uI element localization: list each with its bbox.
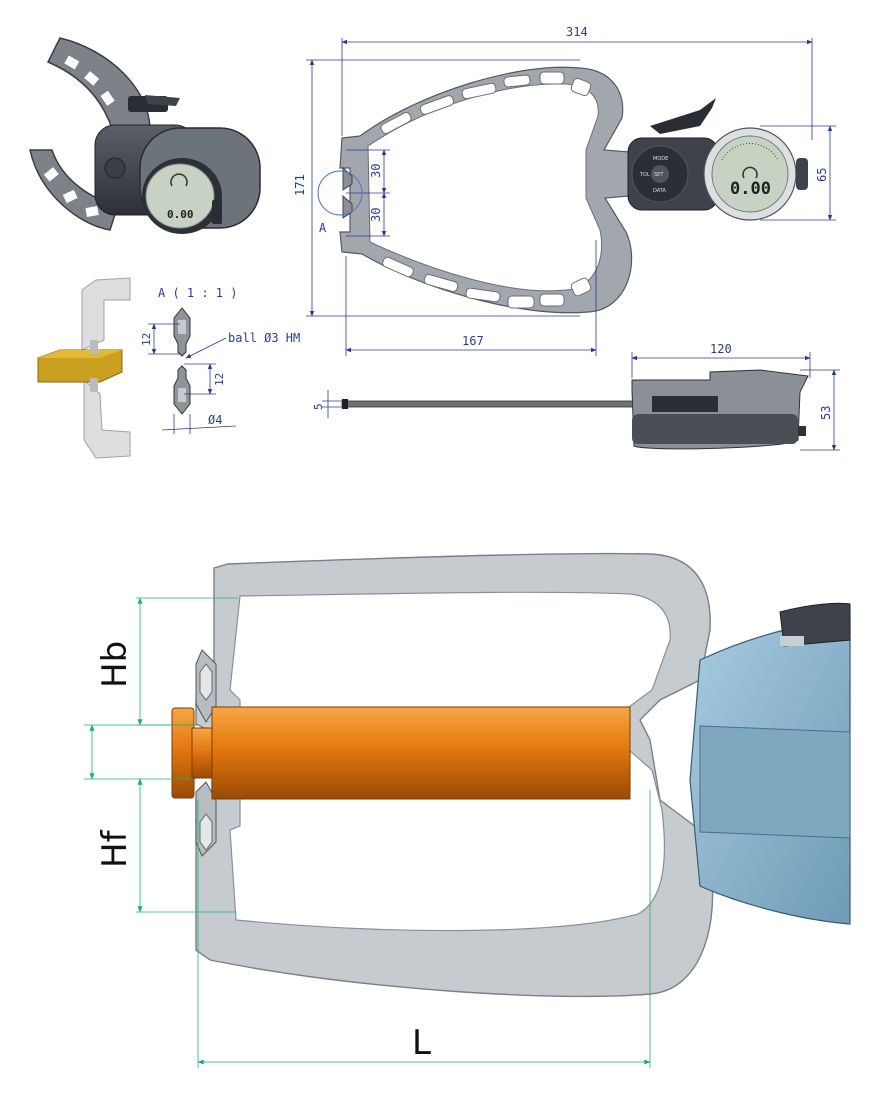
dim-upper-tip: 12	[140, 333, 153, 346]
dim-lower-tip: 12	[213, 373, 226, 386]
dim-half-upper: 30	[369, 164, 383, 178]
ball-note: ball Ø3 HM	[228, 331, 300, 345]
dim-head-depth: 53	[819, 406, 833, 420]
dim-half-lower: 30	[369, 208, 383, 222]
mode-button-label: MODE	[653, 156, 668, 162]
detail-title: A ( 1 : 1 )	[158, 286, 237, 300]
tol-button-label: TOL	[639, 172, 650, 178]
label-hf: Hf	[95, 829, 135, 868]
dim-overall-height: 171	[293, 174, 307, 196]
dim-overall-length: 314	[566, 25, 588, 39]
dim-head-length: 120	[710, 342, 732, 356]
top-view: MODE SET TOL DATA 0.00 314 171 30 30 A	[293, 25, 836, 356]
svg-text:0.00: 0.00	[167, 208, 194, 221]
dim-head-height: 65	[815, 168, 829, 182]
detail-marker: A	[319, 221, 327, 235]
iso-view: 0.00	[29, 37, 261, 234]
dim-diameter: Ø4	[208, 413, 222, 427]
set-button-label: SET	[654, 172, 664, 178]
gauge-reading: 0.00	[730, 179, 771, 199]
measurement-figure: Hb Hf L	[84, 552, 851, 1068]
label-l: L	[412, 1023, 431, 1063]
data-button-label: DATA	[653, 188, 666, 194]
tip-sketch	[37, 277, 131, 459]
dim-jaw-thickness: 5	[312, 403, 325, 410]
label-hb: Hb	[95, 641, 135, 688]
detail-view: A ( 1 : 1 ) 12 12 ball Ø3 HM Ø4	[140, 286, 300, 434]
side-view: 120 5 53	[312, 342, 840, 451]
dim-depth: 167	[462, 334, 484, 348]
